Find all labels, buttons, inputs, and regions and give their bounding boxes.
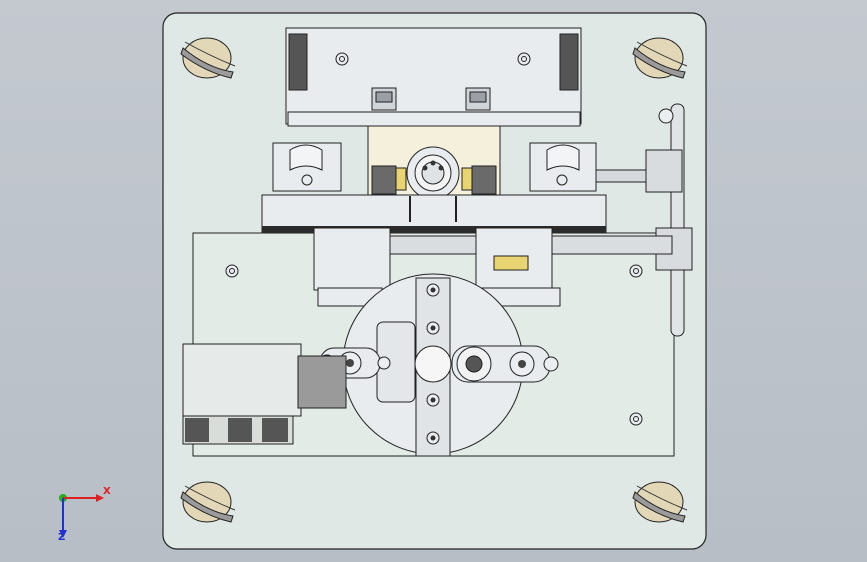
mounting-screw [225,264,239,278]
corner-knob-top-left [180,37,236,79]
upper-frame [285,27,582,125]
corner-knob-top-right [632,37,688,79]
frame-screw [517,52,531,66]
frame-screw [335,52,349,66]
rail-slot-right [546,144,580,171]
motor-body [182,343,302,417]
jaw-screw [426,321,440,335]
slide-plate-edge [262,226,606,233]
chuck-bore [414,345,452,383]
handle-knob[interactable] [658,108,674,124]
jaw-screw [426,431,440,445]
hex-nut [465,87,491,111]
jaw-screw [426,393,440,407]
housing-clamp-left [371,165,397,195]
frame-guide-right [559,33,579,91]
mounting-screw [629,412,643,426]
rail-screw [301,174,313,186]
brass-pad [395,167,407,191]
triad-x-label: X [103,486,111,497]
frame-guide-left [288,33,308,91]
gear-cluster [262,418,288,442]
triad-x-arrow [96,494,104,502]
slider-block-left [313,227,391,291]
gear-cluster [228,418,252,442]
triad-z-arrow [59,530,67,538]
corner-knob-bottom-left [180,481,236,523]
gear-cluster [185,418,209,442]
mounting-screw [629,264,643,278]
linkage-arm-right [451,345,559,383]
frame-crossbar [287,111,581,127]
coordinate-triad [59,494,104,538]
housing-clamp-right [471,165,497,195]
handle-hub-upper[interactable] [645,149,683,193]
triad-z-label: Z [58,532,66,543]
hex-nut [371,87,397,111]
rail-slot-left [289,144,323,171]
handle-lever[interactable] [670,103,685,337]
jaw-screw [426,283,440,297]
bearing [406,146,460,200]
motor-flange [297,355,347,409]
brass-pad [461,167,473,191]
brass-insert [493,255,529,271]
corner-knob-bottom-right [632,481,688,523]
rail-screw [556,174,568,186]
